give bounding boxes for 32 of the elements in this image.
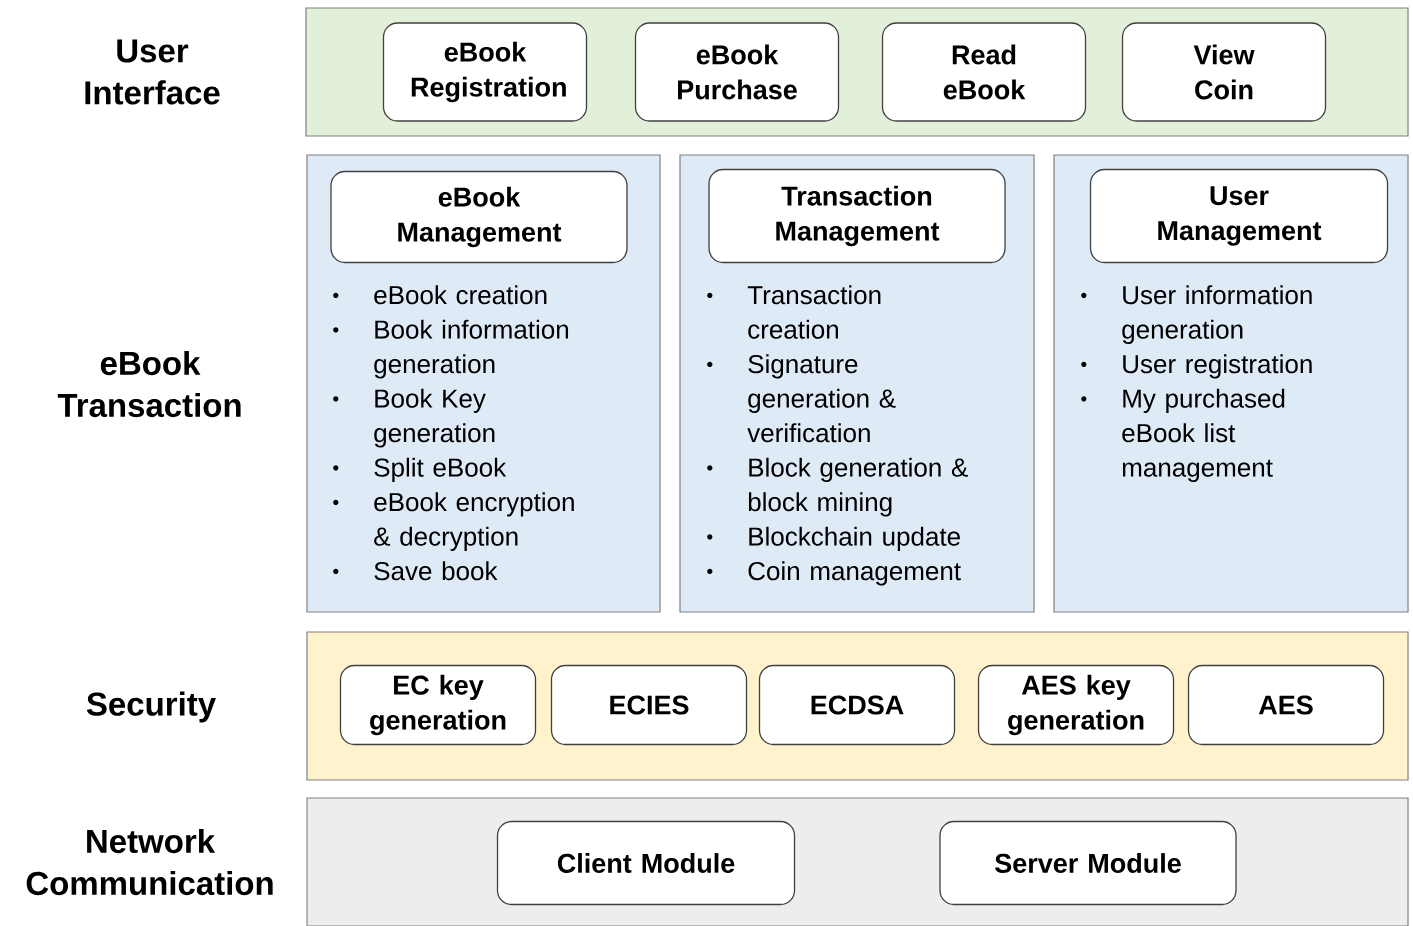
list-item: Split eBook — [333, 457, 507, 482]
module-box: User Management — [1089, 168, 1389, 264]
module-box: eBook Purchase — [634, 22, 840, 122]
module-box: eBook Management — [330, 170, 628, 264]
module-box: AES key generation — [977, 664, 1175, 746]
list-item: eBook encryption & decryption — [333, 492, 574, 551]
module-box: EC key generation — [339, 664, 537, 746]
module-box: eBook Registration — [382, 22, 588, 122]
list-item: Save book — [333, 561, 498, 581]
list-item: User registration — [1081, 354, 1312, 379]
list-item: Coin management — [707, 561, 961, 586]
list-item: My purchased eBook list management — [1081, 388, 1285, 482]
module-box: ECDSA — [758, 664, 956, 746]
module-box: View Coin — [1121, 22, 1327, 122]
layer-heading: Security — [86, 691, 216, 723]
list-item: Book Key generation — [333, 388, 495, 448]
module-box: AES — [1187, 664, 1385, 746]
layer-heading: eBook Transaction — [57, 350, 241, 418]
list-item: Signature generation & verification — [707, 354, 896, 443]
list-item: Block generation & block mining — [707, 457, 968, 517]
module-box: Server Module — [939, 820, 1237, 906]
module-box: Client Module — [496, 820, 796, 906]
layer-heading: Network Communication — [26, 828, 273, 896]
list-item: Blockchain update — [707, 526, 960, 551]
layer-heading: User Interface — [85, 39, 220, 105]
list-item: eBook creation — [333, 285, 547, 305]
list-item: Book information generation — [333, 319, 568, 379]
module-box: ECIES — [550, 664, 748, 746]
module-box: Transaction Management — [708, 168, 1006, 264]
list-item: Transaction creation — [707, 285, 881, 339]
module-box: Read eBook — [881, 22, 1087, 122]
list-item: User information generation — [1081, 285, 1312, 344]
